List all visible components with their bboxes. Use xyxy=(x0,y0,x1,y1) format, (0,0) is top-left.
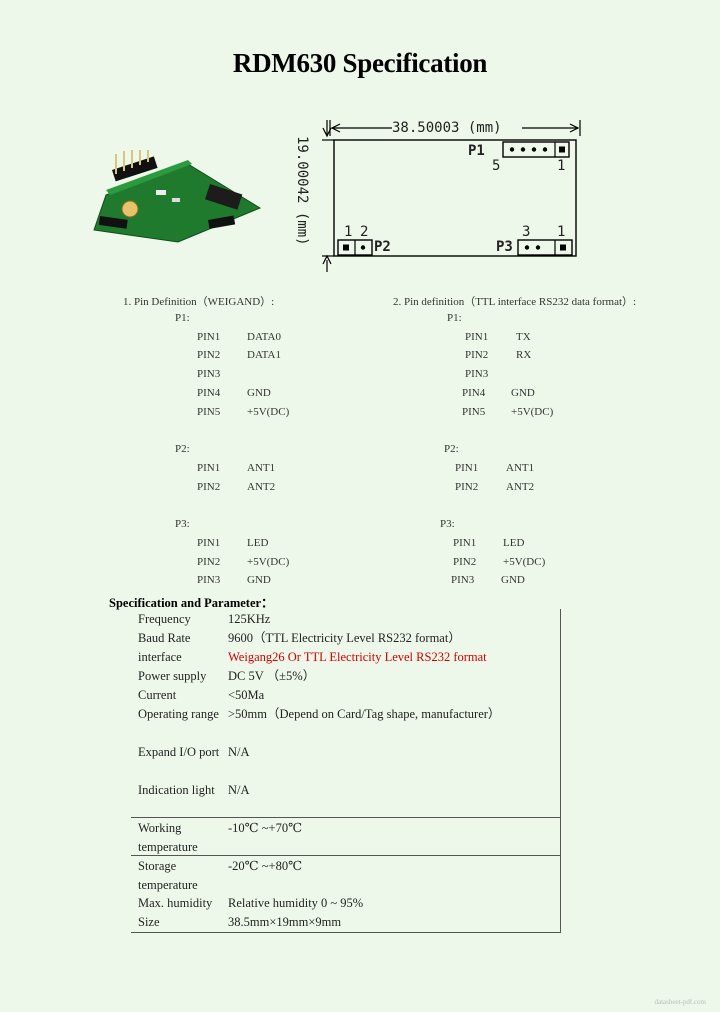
module-photo xyxy=(93,150,262,243)
page-title: RDM630 Specification xyxy=(232,48,488,78)
spec-value: 125KHz xyxy=(228,612,271,626)
right-p2-pin2: PIN2 xyxy=(455,481,479,493)
p2-pin2-label: 2 xyxy=(360,224,369,240)
spec-key: Max. humidity xyxy=(138,896,213,910)
p3-label: P3 xyxy=(496,239,513,255)
table-right-border xyxy=(560,609,561,932)
spec-value: 38.5mm×19mm×9mm xyxy=(228,915,342,929)
right-p3-pin2: PIN2 xyxy=(453,556,477,568)
right-p2-pin2-value: ANT2 xyxy=(506,481,535,493)
spec-value: -20℃ ~+80℃ xyxy=(228,859,303,873)
spec-key: Expand I/O port xyxy=(138,745,220,759)
footer-watermark: datasheet-pdf.com xyxy=(654,998,706,1006)
left-p3-pin3-value: GND xyxy=(247,574,271,586)
left-p2-label: P2: xyxy=(175,443,190,455)
right-p1-pin2-value: RX xyxy=(516,349,532,361)
spec-key: Power supply xyxy=(138,669,207,683)
right-p1-pin1: PIN1 xyxy=(465,331,489,343)
left-p2-pin1-value: ANT1 xyxy=(247,462,276,474)
spec-key: Frequency xyxy=(138,612,191,626)
p1-label: P1 xyxy=(468,143,485,159)
left-p3-pin2: PIN2 xyxy=(197,556,221,568)
spec-value: Weigang26 Or TTL Electricity Level RS232… xyxy=(228,650,487,664)
spec-value: N/A xyxy=(228,783,250,797)
left-p1-pin1: PIN1 xyxy=(197,331,221,343)
spec-key: Indication light xyxy=(138,783,215,797)
right-p2-pin1: PIN1 xyxy=(455,462,479,474)
spec-value: N/A xyxy=(228,745,250,759)
left-p2-pin2-value: ANT2 xyxy=(247,481,276,493)
p3-pin3-label: 3 xyxy=(522,224,531,240)
spec-key: Baud Rate xyxy=(138,631,191,645)
left-p1-label: P1: xyxy=(175,312,190,324)
right-p1-pin3: PIN3 xyxy=(465,368,489,380)
spec-key: Operating range xyxy=(138,707,219,721)
right-p1-pin2: PIN2 xyxy=(465,349,489,361)
left-p1-pin5-value: +5V(DC) xyxy=(247,406,290,418)
spec-value: <50Ma xyxy=(228,688,265,702)
right-p3-pin3: PIN3 xyxy=(451,574,475,586)
left-p3-pin2-value: +5V(DC) xyxy=(247,556,290,568)
right-p3-pin3-value: GND xyxy=(501,574,525,586)
left-p1-pin5: PIN5 xyxy=(197,406,221,418)
spec-key: Current xyxy=(138,688,177,702)
right-p1-pin4: PIN4 xyxy=(462,387,486,399)
left-p3-pin3: PIN3 xyxy=(197,574,221,586)
right-p3-pin2-value: +5V(DC) xyxy=(503,556,546,568)
left-p1-pin2: PIN2 xyxy=(197,349,221,361)
p3-pin1-label: 1 xyxy=(557,224,566,240)
spec-key: Storage temperature xyxy=(138,859,198,892)
spec-key: Working temperature xyxy=(138,821,198,854)
spec-value: >50mm（Depend on Card/Tag shape, manufact… xyxy=(228,707,501,721)
left-p2-pin2: PIN2 xyxy=(197,481,221,493)
height-dimension: 19.00042 (mm) xyxy=(294,136,310,246)
left-p1-pin3: PIN3 xyxy=(197,368,221,380)
left-p3-label: P3: xyxy=(175,518,190,530)
table-bottom-border xyxy=(131,932,561,933)
right-p1-pin1-value: TX xyxy=(516,331,531,343)
left-p3-pin1-value: LED xyxy=(247,537,269,549)
table-divider xyxy=(131,817,561,818)
spec-value: Relative humidity 0 ~ 95% xyxy=(228,896,364,910)
table-divider xyxy=(131,855,561,856)
right-p3-pin1: PIN1 xyxy=(453,537,477,549)
right-p3-label: P3: xyxy=(440,518,455,530)
spec-heading: Specification and Parameter： xyxy=(109,596,274,610)
right-p3-pin1-value: LED xyxy=(503,537,525,549)
spec-key: Size xyxy=(138,915,160,929)
right-p1-pin4-value: GND xyxy=(511,387,535,399)
p1-pin5-label: 5 xyxy=(492,158,501,174)
left-p1-pin4: PIN4 xyxy=(197,387,221,399)
p1-pin1-label: 1 xyxy=(557,158,566,174)
p2-label: P2 xyxy=(374,239,391,255)
p2-pin1-label: 1 xyxy=(344,224,353,240)
left-pin-heading: 1. Pin Definition（WEIGAND）: xyxy=(123,296,275,308)
right-p2-label: P2: xyxy=(444,443,459,455)
right-p1-label: P1: xyxy=(447,312,462,324)
right-p1-pin5: PIN5 xyxy=(462,406,486,418)
spec-value: -10℃ ~+70℃ xyxy=(228,821,303,835)
spec-value: 9600（TTL Electricity Level RS232 format） xyxy=(228,631,461,645)
left-p1-pin4-value: GND xyxy=(247,387,271,399)
left-p2-pin1: PIN1 xyxy=(197,462,221,474)
spec-value: DC 5V （±5%） xyxy=(228,669,316,683)
left-p3-pin1: PIN1 xyxy=(197,537,221,549)
left-p1-pin2-value: DATA1 xyxy=(247,349,281,361)
spec-key: interface xyxy=(138,650,182,664)
width-dimension: 38.50003 (mm) xyxy=(392,120,502,136)
dimension-diagram xyxy=(322,120,581,272)
left-p1-pin1-value: DATA0 xyxy=(247,331,281,343)
right-p1-pin5-value: +5V(DC) xyxy=(511,406,554,418)
right-p2-pin1-value: ANT1 xyxy=(506,462,535,474)
right-pin-heading: 2. Pin definition（TTL interface RS232 da… xyxy=(393,296,637,308)
